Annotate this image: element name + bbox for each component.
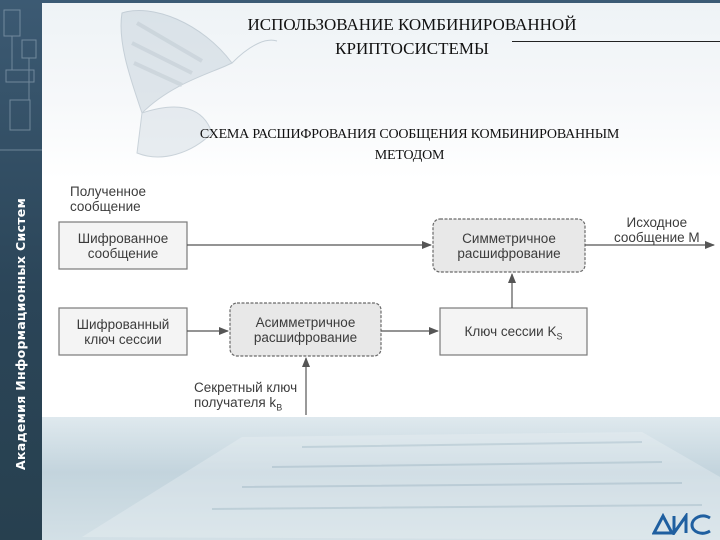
keyboard-graphic (82, 432, 720, 540)
page-subtitle: СХЕМА РАСШИФРОВАНИЯ СООБЩЕНИЯ КОМБИНИРОВ… (97, 124, 720, 166)
session-key-box (439, 307, 588, 356)
sidebar-caption: Академия Информационных Систем (13, 197, 28, 470)
sidebar: Академия Информационных Систем (0, 0, 42, 540)
header-band: ИСПОЛЬЗОВАНИЕ КОМБИНИРОВАННОЙ КРИПТОСИСТ… (42, 3, 720, 179)
secret-key-label: Секретный ключ получателя kB (194, 380, 298, 413)
source-message-label: Исходное сообщение M (614, 215, 700, 245)
subtitle-line-2: МЕТОДОМ (374, 148, 445, 163)
asymmetric-decryption-box (229, 302, 382, 357)
title-underline (512, 41, 720, 42)
title-line-2: КРИПТОСИСТЕМЫ (335, 39, 489, 58)
symmetric-decryption-label: Симметричное расшифрование (457, 231, 561, 261)
asymmetric-decryption-label: Асимметричное расшифрование (253, 315, 358, 345)
page-title: ИСПОЛЬЗОВАНИЕ КОМБИНИРОВАННОЙ КРИПТОСИСТ… (162, 13, 662, 61)
decryption-diagram: Полученное сообщение Шифрованное сообщен… (42, 179, 720, 417)
encrypted-session-key-label: Шифрованный ключ сессии (76, 317, 170, 347)
circuit-board-graphic (0, 9, 42, 151)
session-key-label: Ключ сессии KS (464, 324, 563, 342)
butterfly-graphic (120, 9, 278, 158)
subtitle-line-1: СХЕМА РАСШИФРОВАНИЯ СООБЩЕНИЯ КОМБИНИРОВ… (199, 127, 620, 142)
diagram-shapes (58, 218, 715, 415)
received-message-label: Полученное сообщение (70, 184, 147, 214)
top-rule (42, 0, 720, 3)
title-line-1: ИСПОЛЬЗОВАНИЕ КОМБИНИРОВАННОЙ (247, 15, 577, 34)
footer-band (42, 417, 720, 540)
ais-logo (652, 513, 711, 535)
encrypted-message-label: Шифрованное сообщение (77, 231, 169, 261)
